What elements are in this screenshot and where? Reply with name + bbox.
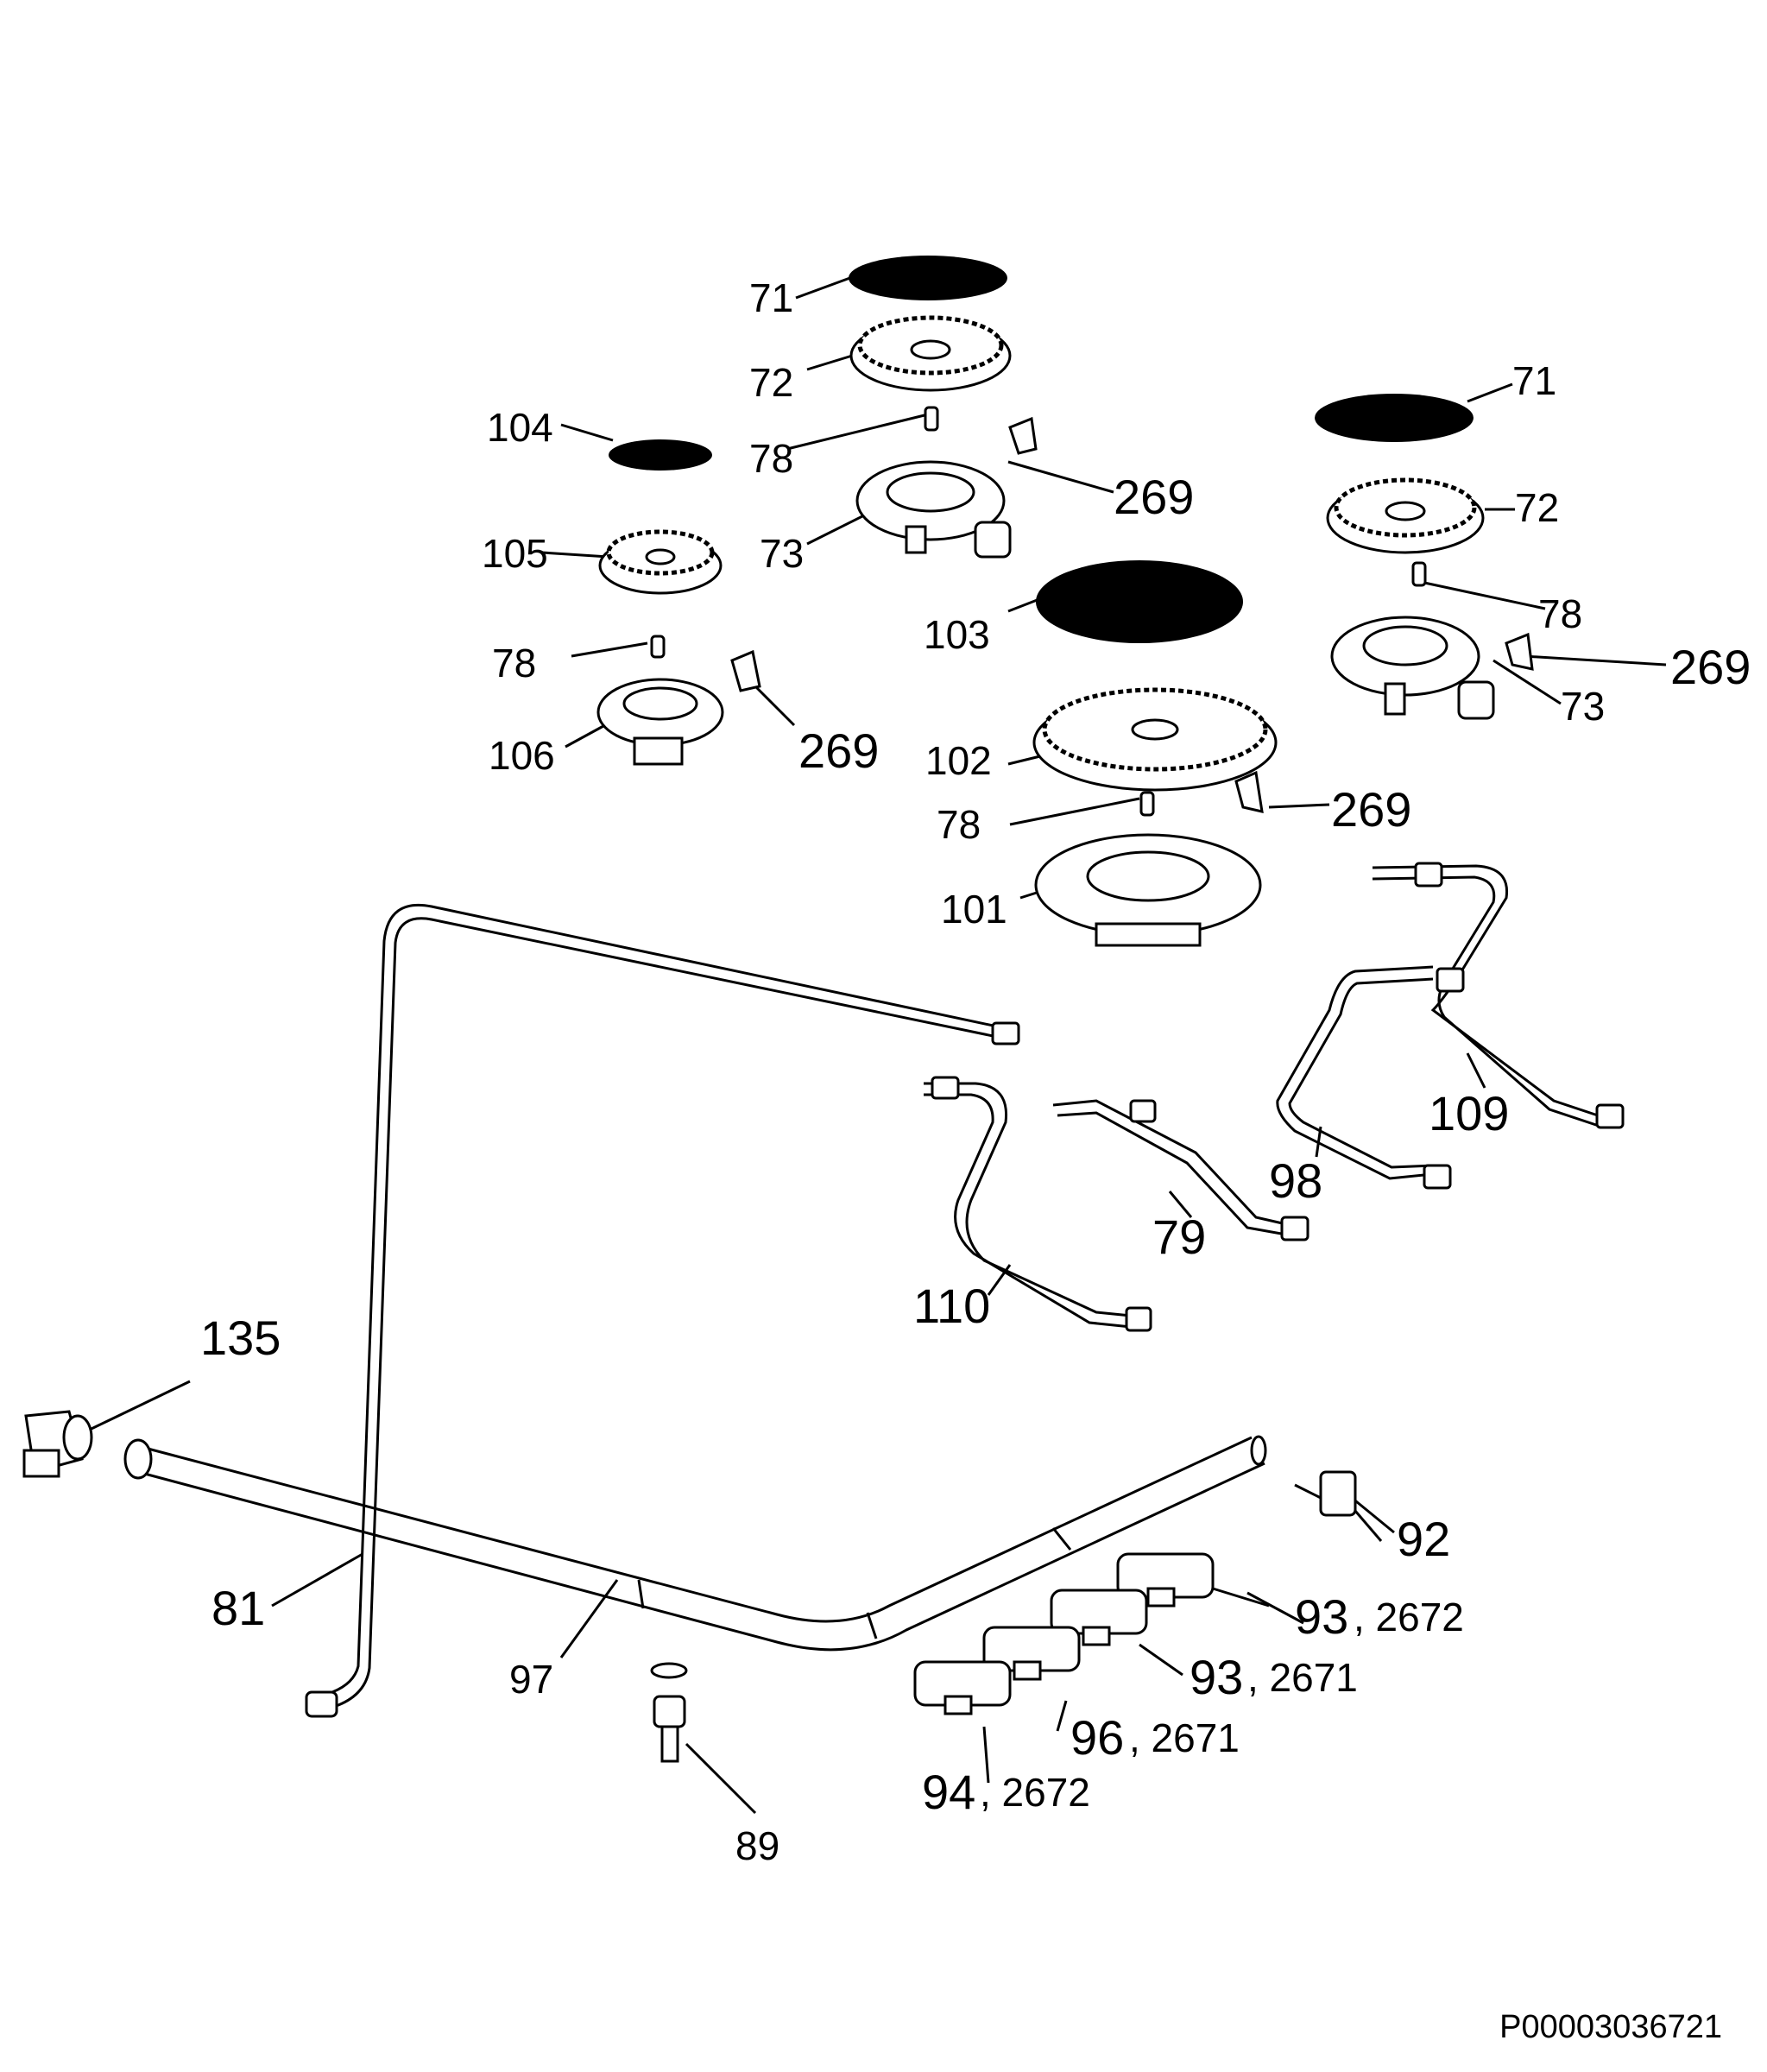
gas-valves [913,1552,1215,1715]
callout-135: 135 [200,1311,281,1365]
callout-2671-upper: , 2671 [1247,1655,1358,1700]
reference-code: P00003036721 [1499,2009,1722,2045]
callout-98: 98 [1269,1153,1323,1208]
callout-269-center: 269 [1331,782,1412,837]
callout-104: 104 [487,405,553,450]
callout-97: 97 [509,1657,554,1702]
elbow-fitting [22,1410,93,1478]
callout-81: 81 [211,1581,266,1635]
callout-72-top: 72 [749,360,794,405]
callout-94: 94 [922,1765,976,1819]
injectors [650,406,1427,817]
callout-110: 110 [913,1279,991,1333]
callout-102: 102 [925,738,992,783]
callout-93-lower: 93 [1190,1650,1244,1704]
callout-71-right: 71 [1512,358,1557,403]
callout-78-top: 78 [749,436,794,481]
callout-269-right: 269 [1670,640,1751,694]
callout-101: 101 [941,887,1007,932]
callout-78-center: 78 [937,802,981,847]
callout-73-top: 73 [760,531,805,576]
burner-caps [609,256,1474,643]
callout-2672-upper: , 2672 [1354,1595,1464,1639]
callout-105: 105 [482,531,548,576]
callout-73-right: 73 [1561,684,1606,729]
callout-78-right: 78 [1538,591,1583,636]
gas-pipes [314,864,1606,1713]
callout-78-left: 78 [492,641,537,685]
callout-269-top: 269 [1114,470,1195,524]
callout-79: 79 [1152,1210,1207,1264]
callout-109: 109 [1429,1086,1510,1140]
callout-106: 106 [489,733,555,778]
callout-96: 96 [1070,1710,1125,1765]
callout-93-upper: 93 [1295,1589,1349,1644]
callout-269-left: 269 [798,723,880,778]
main-gas-rail [123,1435,1267,1652]
hose-adapter [650,1662,688,1763]
callout-72-right: 72 [1515,485,1560,530]
burner-crowns [598,315,1485,792]
leader-lines [73,275,1667,1815]
callout-103: 103 [924,612,990,657]
callout-2672-lower: , 2672 [980,1770,1090,1815]
thermocouple [1294,1470,1383,1542]
callout-92: 92 [1397,1512,1451,1566]
spark-probe [1212,1587,1270,1608]
clips [730,416,1534,813]
callout-89: 89 [735,1823,780,1868]
callout-71-top: 71 [749,275,794,320]
pipe-fittings [305,862,1625,1718]
burner-bases [596,460,1495,947]
callout-2671-lower: , 2671 [1129,1715,1240,1760]
